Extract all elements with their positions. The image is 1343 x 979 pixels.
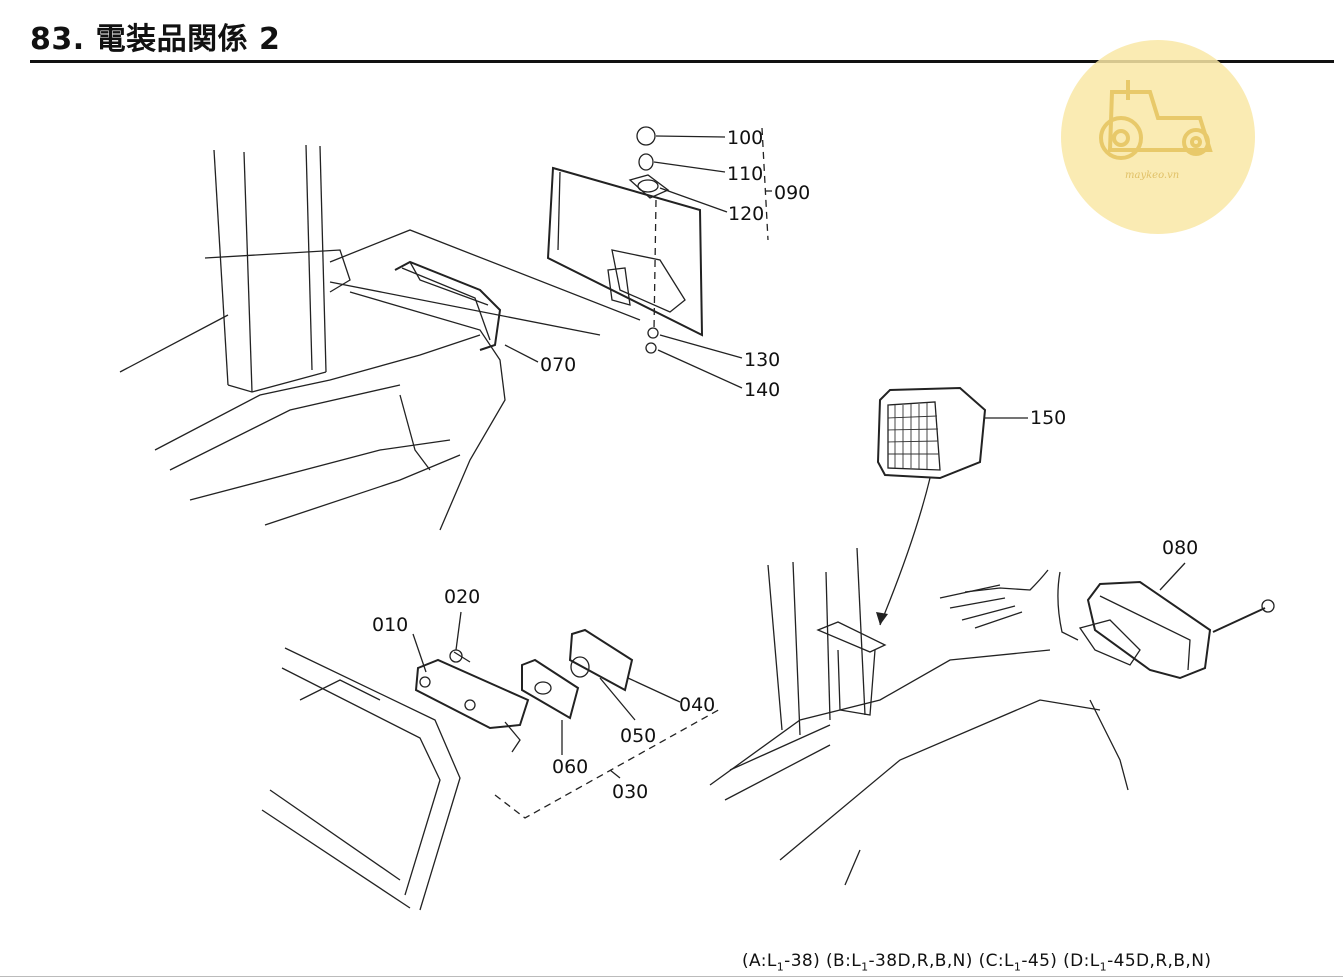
model-b: (B:L1-38D,R,B,N) xyxy=(825,951,973,974)
label-130: 130 xyxy=(744,349,780,371)
front-lamp-assembly xyxy=(261,611,723,911)
label-110: 110 xyxy=(727,163,763,185)
watermark-logo: maykeo.vn xyxy=(1061,40,1255,234)
watermark-text: maykeo.vn xyxy=(1125,170,1179,181)
label-050: 050 xyxy=(620,725,656,747)
right-fender-assembly xyxy=(709,386,1275,886)
model-applicability: (A:L1-38) (B:L1-38D,R,B,N) (C:L1-45) (D:… xyxy=(742,951,1211,973)
label-150: 150 xyxy=(1030,407,1066,429)
label-060: 060 xyxy=(552,756,588,778)
bottom-divider xyxy=(0,976,1343,977)
page-title: 83. 電装品関係 2 xyxy=(30,22,281,57)
label-020: 020 xyxy=(444,586,480,608)
tractor-icon xyxy=(1099,80,1213,160)
label-070: 070 xyxy=(540,354,576,376)
label-090: 090 xyxy=(774,182,810,204)
label-120: 120 xyxy=(728,203,764,225)
label-040: 040 xyxy=(679,694,715,716)
label-140: 140 xyxy=(744,379,780,401)
lamp-lens-grid xyxy=(887,403,939,469)
model-c: (C:L1-45) xyxy=(978,951,1058,974)
label-100: 100 xyxy=(727,127,763,149)
left-fender-assembly xyxy=(119,144,641,531)
license-plate-assembly xyxy=(546,126,772,389)
title-underline xyxy=(30,60,1334,63)
model-a: (A:L1-38) xyxy=(742,951,821,974)
label-080: 080 xyxy=(1162,537,1198,559)
model-d: (D:L1-45D,R,B,N) xyxy=(1063,951,1212,974)
label-030: 030 xyxy=(612,781,648,803)
label-010: 010 xyxy=(372,614,408,636)
